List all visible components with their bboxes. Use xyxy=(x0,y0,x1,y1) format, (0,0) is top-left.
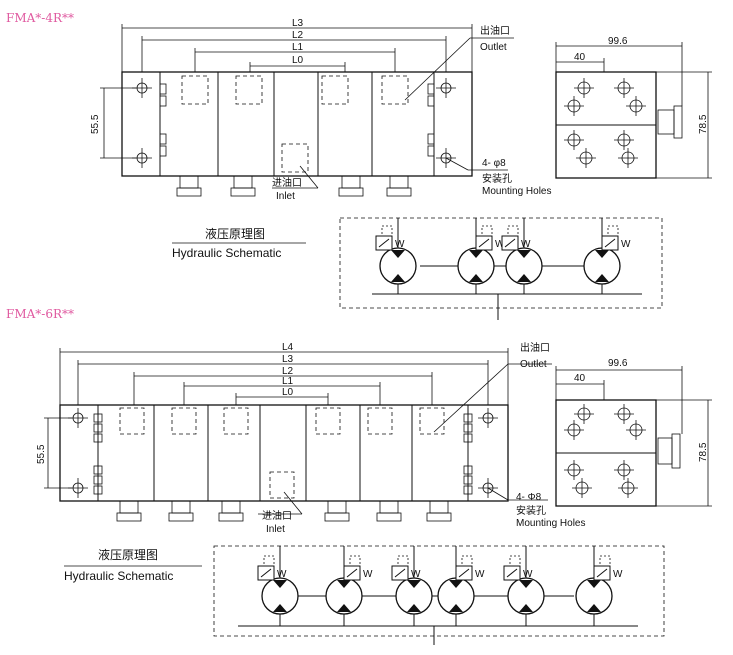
schematic-title-cn: 液压原理图 xyxy=(98,547,158,562)
inlet-port xyxy=(269,471,295,499)
dim-L3: L3 xyxy=(282,354,294,365)
model-code-4r: FMA*-4R** xyxy=(6,11,74,25)
dim-L3: L3 xyxy=(292,18,304,29)
model-code-6r: FMA*-6R** xyxy=(6,307,74,321)
hydraulic-schematic-4r: 液压原理图 Hydraulic Schematic W W W W xyxy=(172,217,663,320)
inlet-en: Inlet xyxy=(276,191,295,202)
pump-motor-symbol xyxy=(507,546,545,626)
side-view-4r: 99.6 40 78.5 xyxy=(555,36,712,179)
dim-width: 99.6 xyxy=(608,36,628,47)
holes-en: Mounting Holes xyxy=(516,518,585,529)
valve-label: W xyxy=(613,569,623,580)
dim-width: 99.6 xyxy=(608,358,628,369)
holes-spec: 4- φ8 xyxy=(482,158,506,169)
schematic-title-en: Hydraulic Schematic xyxy=(172,246,281,260)
relief-valve: W xyxy=(257,555,287,581)
front-view-4r: L3 L2 L1 L0 55.5 出油口 Outlet 进油口 Inlet 4-… xyxy=(90,18,551,202)
pump-motor-symbol xyxy=(395,546,433,626)
dim-height: 55.5 xyxy=(36,444,47,464)
schematic-title-cn: 液压原理图 xyxy=(205,226,265,241)
pump-motor-symbol xyxy=(505,218,543,294)
bottom-fittings xyxy=(176,175,412,197)
valve-label: W xyxy=(621,239,631,250)
side-view-6r: 99.6 40 78.5 xyxy=(555,358,712,507)
schematic-title-en: Hydraulic Schematic xyxy=(64,569,173,583)
inlet-cn: 进油口 xyxy=(272,176,302,189)
hydraulic-schematic-6r: 液压原理图 Hydraulic Schematic W W W W W W xyxy=(64,545,665,645)
holes-spec: 4- Φ8 xyxy=(516,492,542,503)
pump-motor-symbol xyxy=(575,546,613,626)
inlet-cn: 进油口 xyxy=(262,509,292,522)
dim-L1: L1 xyxy=(292,42,304,53)
outlet-ports xyxy=(181,75,409,105)
pump-motor-symbol xyxy=(261,546,299,626)
holes-en: Mounting Holes xyxy=(482,186,551,197)
relief-valve: W xyxy=(601,225,631,251)
inlet-port xyxy=(281,143,309,173)
front-view-6r: L4 L3 L2 L1 L0 55.5 出油口 Outlet 进油口 Inlet… xyxy=(36,341,585,535)
valve-label: W xyxy=(411,569,421,580)
dim-offset: 40 xyxy=(574,52,586,63)
valve-label: W xyxy=(495,239,505,250)
relief-valve: W xyxy=(501,225,531,251)
manifold-body xyxy=(121,71,473,177)
pump-motor-symbol xyxy=(379,218,417,294)
relief-valve: W xyxy=(343,555,373,581)
valve-label: W xyxy=(363,569,373,580)
pump-motor-symbol xyxy=(325,546,363,626)
valve-label: W xyxy=(277,569,287,580)
outlet-ports xyxy=(119,407,445,435)
valve-label: W xyxy=(475,569,485,580)
relief-valve: W xyxy=(503,555,533,581)
dim-offset: 40 xyxy=(574,373,586,384)
outlet-en: Outlet xyxy=(520,359,547,370)
dim-depth: 78.5 xyxy=(698,442,709,462)
relief-valve: W xyxy=(391,555,421,581)
dim-L0: L0 xyxy=(292,55,304,66)
inlet-en: Inlet xyxy=(266,524,285,535)
dim-L1: L1 xyxy=(282,376,294,387)
relief-valve: W xyxy=(375,225,405,251)
outlet-cn: 出油口 xyxy=(480,24,510,37)
holes-cn: 安装孔 xyxy=(482,172,512,185)
pump-motor-symbol xyxy=(437,546,475,626)
valve-label: W xyxy=(521,239,531,250)
pump-motor-symbol xyxy=(457,218,495,294)
relief-valve: W xyxy=(593,555,623,581)
bottom-fittings xyxy=(116,500,452,522)
dim-L2: L2 xyxy=(292,30,304,41)
valve-label: W xyxy=(523,569,533,580)
outlet-en: Outlet xyxy=(480,42,507,53)
relief-valve: W xyxy=(455,555,485,581)
pump-motor-symbol xyxy=(583,218,621,294)
dim-L0: L0 xyxy=(282,387,294,398)
dim-L4: L4 xyxy=(282,342,294,353)
relief-valve: W xyxy=(475,225,505,251)
dim-L2: L2 xyxy=(282,366,294,377)
dim-depth: 78.5 xyxy=(698,114,709,134)
outlet-cn: 出油口 xyxy=(520,341,550,354)
valve-label: W xyxy=(395,239,405,250)
holes-cn: 安装孔 xyxy=(516,504,546,517)
dim-height: 55.5 xyxy=(90,114,101,134)
